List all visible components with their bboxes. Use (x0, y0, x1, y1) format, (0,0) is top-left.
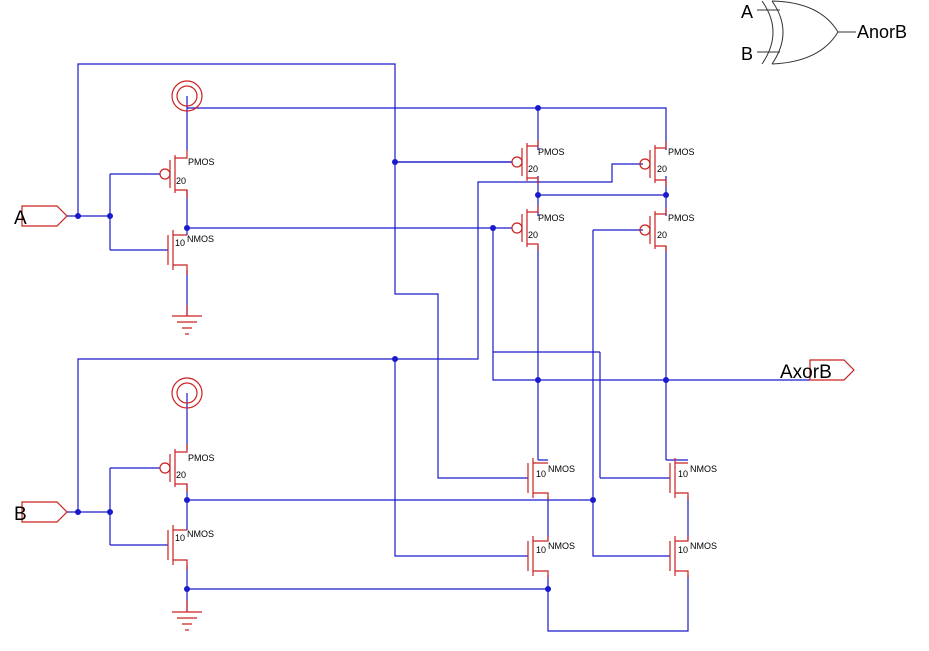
pmos-mid-right: PMOS 20 (639, 208, 695, 252)
port-output-label: AxorB (780, 362, 832, 383)
port-a: A (14, 205, 68, 229)
device-type: NMOS (548, 464, 575, 474)
wire-abar (187, 227, 538, 381)
nmos-bottom-right-lower: NMOS 10 (669, 536, 717, 578)
device-size: 10 (536, 545, 546, 555)
port-a-label: A (14, 208, 27, 229)
port-b: B (14, 501, 68, 525)
junction-dot (535, 377, 541, 383)
junction-dot (184, 225, 190, 231)
device-type: NMOS (187, 234, 214, 244)
port-output: AxorB (780, 359, 855, 383)
pmos-mid-left: PMOS 20 (511, 206, 565, 250)
ground-symbol-b (172, 600, 202, 631)
wire-vdd-top (187, 107, 667, 150)
gate-input-b-label: B (741, 44, 753, 64)
ground-symbol-a (172, 305, 202, 335)
device-type: NMOS (187, 529, 214, 539)
junction-dot (590, 497, 596, 503)
pmos-inverter-b: PMOS 20 (159, 444, 215, 492)
device-type: PMOS (538, 213, 565, 223)
wire-nmos-gate2b (493, 351, 601, 478)
device-size: 20 (176, 176, 186, 186)
junction-dot (535, 192, 541, 198)
junctions (75, 105, 669, 592)
wire-bbar (187, 230, 670, 557)
junction-dot (392, 159, 398, 165)
device-size: 20 (528, 164, 538, 174)
wire-nmos-mid (547, 497, 689, 540)
nmos-bottom-left-lower: NMOS 10 (527, 536, 575, 578)
wire-b-cross (395, 163, 643, 360)
device-type: NMOS (548, 541, 575, 551)
xor-gate-symbol: A B AnorB (741, 0, 907, 65)
junction-dot (545, 586, 551, 592)
nmos-inverter-a: NMOS 10 (167, 230, 214, 275)
nmos-bottom-right-upper: NMOS 10 (669, 458, 717, 500)
junction-dot (184, 497, 190, 503)
junction-dot (535, 105, 541, 111)
device-size: 10 (678, 469, 688, 479)
pmos-top-left: PMOS 20 (511, 140, 565, 184)
device-type: NMOS (690, 464, 717, 474)
device-type: PMOS (668, 147, 695, 157)
junction-dot (107, 213, 113, 219)
pmos-inverter-a: PMOS 20 (159, 150, 215, 198)
device-type: NMOS (690, 541, 717, 551)
device-size: 10 (536, 469, 546, 479)
wire-a-gates (109, 173, 168, 251)
wire-gnd-bottom (187, 575, 689, 632)
device-size: 10 (175, 533, 185, 543)
junction-dot (490, 225, 496, 231)
device-size: 20 (657, 164, 667, 174)
device-size: 20 (657, 230, 667, 240)
junction-dot (184, 586, 190, 592)
nmos-inverter-b: NMOS 10 (167, 525, 214, 570)
wire-b-input (67, 358, 528, 557)
port-b-label: B (14, 504, 27, 525)
wire-b-gates (109, 467, 168, 546)
device-type: PMOS (668, 213, 695, 223)
device-type: PMOS (538, 147, 565, 157)
junction-dot (75, 213, 81, 219)
junction-dot (392, 356, 398, 362)
junction-dot (663, 377, 669, 383)
junction-dot (107, 509, 113, 515)
vdd-symbol-a (171, 80, 203, 112)
vdd-symbol-b (171, 377, 203, 409)
gate-output-label: AnorB (857, 22, 907, 42)
junction-dot (663, 192, 669, 198)
device-size: 10 (678, 545, 688, 555)
wire-output (537, 246, 810, 460)
device-size: 10 (175, 238, 185, 248)
device-size: 20 (176, 470, 186, 480)
device-type: PMOS (188, 453, 215, 463)
device-type: PMOS (188, 157, 215, 167)
junction-dot (75, 509, 81, 515)
gate-input-a-label: A (741, 2, 753, 22)
pmos-top-right: PMOS 20 (639, 142, 695, 186)
wire-a-input (67, 63, 528, 479)
device-size: 20 (528, 230, 538, 240)
nmos-bottom-left-upper: NMOS 10 (527, 458, 575, 500)
